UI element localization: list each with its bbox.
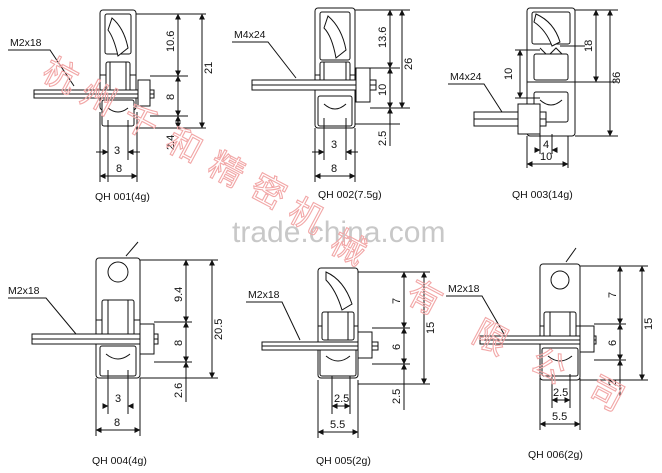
qh005-caption: QH 005(2g) (316, 455, 371, 467)
qh004-dim-top: 9.4 (173, 287, 185, 302)
qh001-dim-top: 10.6 (165, 31, 177, 52)
qh003-dim-lines (448, 9, 618, 168)
qh001-dim-inner-width: 3 (114, 145, 120, 157)
qh002-dim-lines (232, 9, 410, 182)
watermark-char: 精 (202, 145, 251, 196)
qh004-dim-mid: 8 (173, 340, 185, 346)
qh005-screw (261, 331, 379, 359)
qh003-caption: QH 003(14g) (512, 189, 573, 201)
qh005-dim-outer-width: 5.5 (330, 419, 345, 431)
qh005-screw-label: M2x18 (248, 289, 280, 301)
qh003-dim-total: 36 (611, 72, 623, 84)
qh002-screw-label: M4x24 (234, 29, 266, 41)
qh001-wheel (101, 61, 135, 127)
qh006-dim-inner-width: 2.5 (553, 387, 568, 399)
watermark-char: 限 (466, 313, 515, 364)
qh004-dim-inner-width: 3 (115, 393, 121, 405)
qh002-dim-total: 26 (403, 58, 415, 70)
qh001-dim-mid: 8 (165, 94, 177, 100)
part-qh002 (232, 7, 410, 182)
qh005-wheel (319, 311, 357, 377)
qh006-caption: QH 006(2g) (528, 449, 583, 461)
qh005-dim-bot: 2.5 (391, 389, 403, 404)
qh002-screw (251, 67, 377, 103)
qh001-caption: QH 001(4g) (95, 191, 150, 203)
qh004-screw-label: M2x18 (8, 285, 40, 297)
qh001-screw-label: M2x18 (10, 37, 42, 49)
qh006-dim-bot: 2 (607, 380, 619, 386)
qh003-dim-inner-width: 4 (543, 139, 549, 151)
qh006-dim-total: 15 (643, 318, 655, 330)
qh001-dim-outer-width: 8 (116, 163, 122, 175)
qh006-dim-outer-width: 5.5 (552, 411, 567, 423)
qh005-dim-lines (246, 271, 430, 438)
part-qh006 (446, 247, 648, 430)
qh002-dim-mid: 10 (377, 84, 389, 96)
qh001-dim-lines (8, 13, 206, 182)
part-qh005 (246, 267, 430, 438)
qh003-screw (473, 103, 547, 135)
qh002-dim-inner-width: 3 (331, 139, 337, 151)
qh002-dim-bot: 2.5 (377, 131, 389, 146)
watermark-char: 司 (582, 369, 631, 420)
qh001-dim-total: 21 (203, 62, 215, 74)
qh003-dim-outer-width: 10 (540, 151, 552, 163)
qh005-dim-total: 15 (425, 322, 437, 334)
qh002-caption: QH 002(7.5g) (318, 189, 382, 201)
qh002-dim-outer-width: 8 (331, 163, 337, 175)
qh003-dim-top: 18 (583, 40, 595, 52)
qh005-dim-top: 7 (391, 298, 403, 304)
qh006-screw-label: M2x18 (448, 283, 480, 295)
qh006-wheel (541, 311, 579, 377)
qh003-dim-mid: 10 (503, 68, 515, 80)
qh003-screw-label: M4x24 (450, 71, 482, 83)
qh004-dim-bot: 2.6 (173, 383, 185, 398)
qh002-dim-top: 13.6 (377, 27, 389, 48)
qh004-dim-outer-width: 8 (114, 417, 120, 429)
qh001-screw (33, 79, 155, 107)
qh002-wheel (317, 61, 353, 127)
part-qh004 (8, 241, 218, 436)
qh001-dim-bot: 2.4 (165, 135, 177, 150)
qh004-screw (31, 323, 159, 355)
qh003-body (526, 7, 576, 137)
qh006-dim-mid: 6 (607, 340, 619, 346)
qh006-dim-top: 7 (607, 292, 619, 298)
qh004-caption: QH 004(4g) (92, 455, 147, 467)
part-qh003 (448, 7, 618, 168)
part-qh001 (8, 9, 206, 182)
qh004-wheel (99, 299, 137, 377)
qh005-dim-inner-width: 2.5 (334, 393, 349, 405)
qh006-screw (479, 325, 597, 353)
watermark-char: 密 (244, 167, 293, 218)
qh004-dim-total: 20.5 (213, 319, 225, 340)
watermark-site-text: trade.china.com (232, 216, 445, 249)
watermark-char: 有 (400, 273, 449, 324)
qh006-dim-lines (446, 265, 648, 430)
qh004-dim-lines (8, 259, 218, 436)
qh005-dim-mid: 6 (391, 344, 403, 350)
